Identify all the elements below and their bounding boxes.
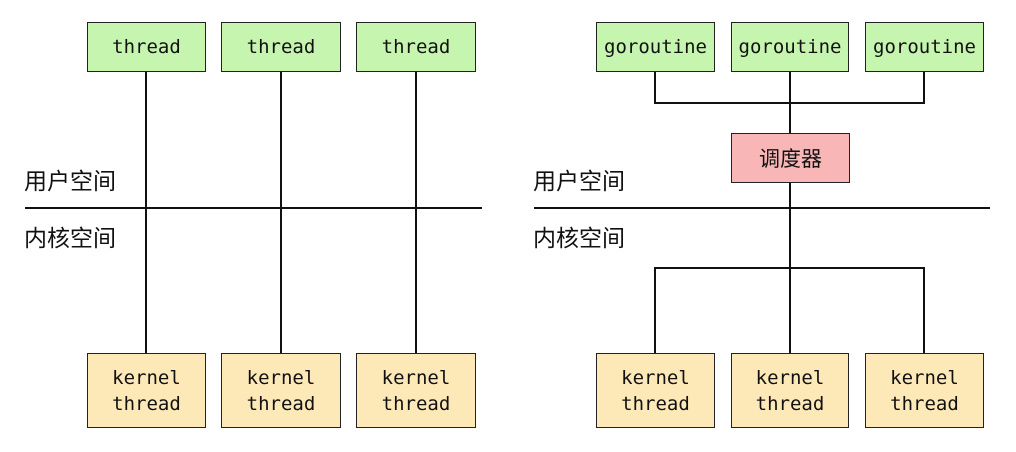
right-kernel-thread-2-line2: thread — [755, 392, 825, 415]
left-kernel-thread-1-line2: thread — [112, 392, 181, 415]
left-thread-box-3: thread — [356, 22, 476, 72]
left-kernel-thread-box-3: kernel thread — [356, 353, 476, 428]
right-kernel-thread-3-line1: kernel — [890, 366, 959, 389]
left-kernel-thread-2-line2: thread — [246, 392, 316, 415]
left-thread-label-1: thread — [112, 36, 181, 58]
goroutine-label-2: goroutine — [738, 36, 842, 58]
left-kernel-space-label: 内核空间 — [24, 226, 116, 252]
goroutine-label-1: goroutine — [604, 36, 707, 58]
left-thread-label-3: thread — [381, 36, 451, 58]
goroutine-label-3: goroutine — [873, 36, 976, 58]
left-kernel-thread-3-line2: thread — [381, 392, 451, 415]
right-kernel-space-label: 内核空间 — [533, 226, 625, 252]
left-kernel-thread-box-2: kernel thread — [221, 353, 341, 428]
right-kernel-thread-box-2: kernel thread — [731, 353, 849, 428]
left-kernel-thread-3-line1: kernel — [381, 366, 451, 389]
left-thread-box-2: thread — [221, 22, 341, 72]
left-kernel-thread-box-1: kernel thread — [87, 353, 206, 428]
left-user-space-label: 用户空间 — [24, 169, 116, 195]
goroutine-box-3: goroutine — [865, 22, 984, 72]
right-kernel-thread-3-line2: thread — [890, 392, 959, 415]
goroutine-box-1: goroutine — [596, 22, 715, 72]
right-user-space-label: 用户空间 — [533, 169, 625, 195]
left-kernel-thread-1-line1: kernel — [112, 366, 181, 389]
left-thread-label-2: thread — [246, 36, 316, 58]
right-kernel-thread-1-line1: kernel — [621, 366, 690, 389]
goroutine-box-2: goroutine — [731, 22, 849, 72]
right-kernel-thread-2-line1: kernel — [755, 366, 825, 389]
right-kernel-thread-box-3: kernel thread — [865, 353, 984, 428]
scheduler-label: 调度器 — [759, 147, 822, 171]
scheduler-box: 调度器 — [731, 133, 850, 183]
right-kernel-thread-1-line2: thread — [621, 392, 690, 415]
right-kernel-thread-box-1: kernel thread — [596, 353, 715, 428]
left-kernel-thread-2-line1: kernel — [246, 366, 316, 389]
left-thread-box-1: thread — [87, 22, 206, 72]
